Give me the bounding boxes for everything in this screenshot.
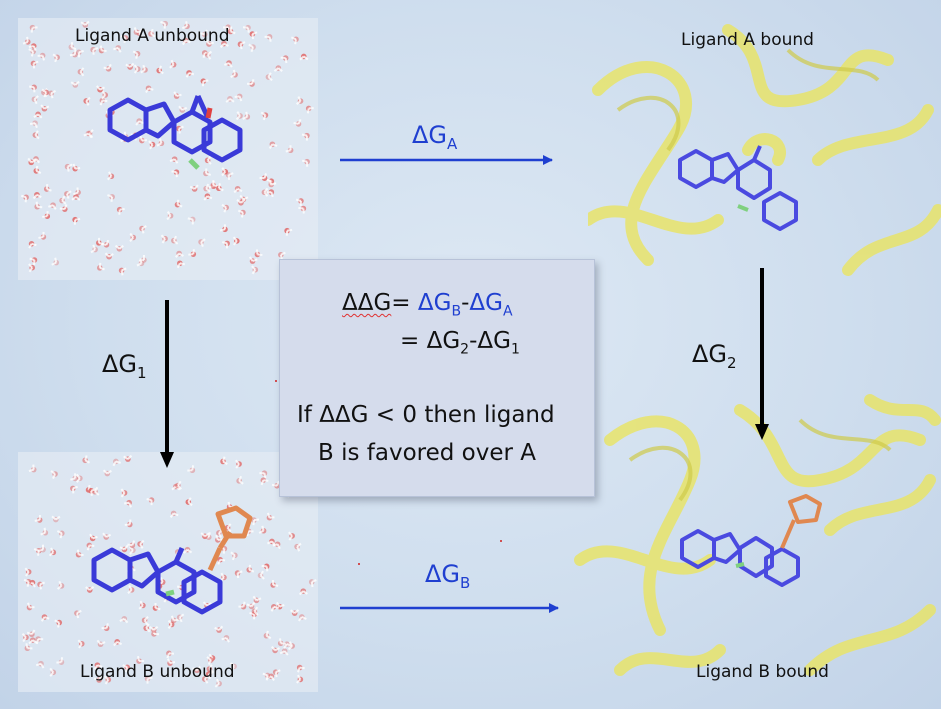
scene-ligand-b-bound [574,394,941,676]
equation-box: ΔΔG= ΔGB-ΔGA = ΔG2-ΔG1 If ΔΔG < 0 then l… [279,259,595,497]
stray-dot [358,563,360,565]
chlorine-atom [188,158,200,170]
ligand-b-bound-r-group [780,494,822,549]
label-ligand-a-bound: Ligand A bound [681,30,814,50]
label-ligand-b-bound: Ligand B bound [696,662,829,682]
arrow-right-head [755,424,769,440]
ligand-b-molecule [91,547,223,615]
stray-dot [500,540,502,542]
stray-dot [275,380,277,382]
equation-line-2: = ΔG2-ΔG1 [400,328,520,358]
water-molecules [21,454,317,688]
ligand-a-molecule [107,94,243,163]
condition-line-2: B is favored over A [318,440,536,466]
delta-g-1-label: ΔG1 [102,350,147,382]
delta-g-b-label: ΔGB [425,560,471,592]
condition-line-1: If ΔΔG < 0 then ligand [297,402,555,428]
delta-g-a-label: ΔGA [412,121,458,153]
scene-ligand-b-unbound [18,452,318,692]
oxygen-atom [205,107,213,119]
delta-g-2-label: ΔG2 [692,340,737,372]
equation-line-1: ΔΔG= ΔGB-ΔGA [342,290,513,320]
label-ligand-a-unbound: Ligand A unbound [75,26,230,46]
scene-ligand-a-bound [588,24,941,276]
arrow-left-head [160,452,174,468]
label-ligand-b-unbound: Ligand B unbound [80,662,235,682]
ligand-b-r-group [207,505,253,572]
ligand-b-bound-molecule [680,529,800,587]
water-molecules [21,20,314,276]
ligand-a-bound-molecule [678,145,798,231]
scene-ligand-a-unbound [18,18,318,280]
